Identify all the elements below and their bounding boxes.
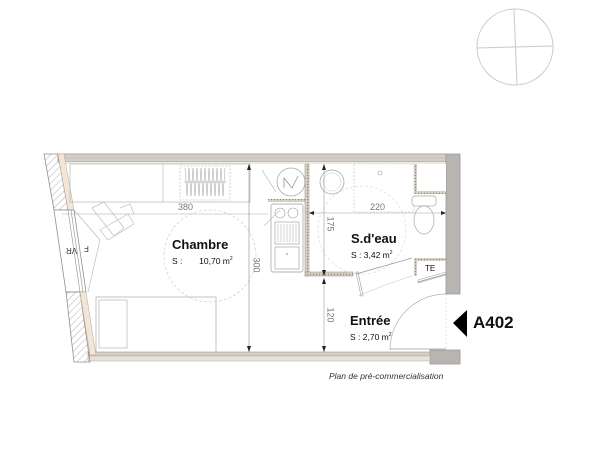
chambre-dimension-lines (62, 164, 305, 352)
entrance-door (389, 293, 447, 351)
plan-caption: Plan de pré-commercialisation (329, 371, 444, 381)
room-name-entree: Entrée (350, 313, 391, 328)
sdeau-dimension-lines (305, 164, 446, 352)
kitchenette (268, 199, 306, 275)
north-compass-icon (476, 8, 554, 86)
area-label: S : (351, 250, 362, 260)
room-area-sdeau: S : 3,42 m2 (351, 250, 393, 260)
turning-circle-chambre (163, 209, 257, 303)
washbasin (319, 169, 345, 195)
turning-circle-sdeau (317, 185, 407, 275)
technical-closet-label: TE (425, 264, 436, 273)
room-name-sdeau: S.d'eau (351, 231, 397, 246)
unit-id-label: A402 (473, 313, 514, 332)
bed (95, 296, 217, 353)
entry-arrow-icon (453, 310, 467, 337)
bathroom-door (355, 257, 413, 297)
area-label: S : (172, 256, 183, 266)
top-wall (57, 153, 447, 164)
room-area-chambre: S : 10,70 m2 (172, 256, 233, 266)
area-label: S : (350, 332, 361, 342)
room-area-entree: S : 2,70 m2 (350, 332, 392, 342)
area-value: 10,70 m (199, 256, 230, 266)
shower (353, 163, 415, 213)
dim-sdeau-width: 220 (370, 202, 386, 212)
dim-entree-depth: 120 (325, 307, 336, 323)
bottom-wall (87, 351, 431, 362)
bathroom-walls (304, 163, 446, 277)
toilet (411, 195, 437, 235)
dim-sdeau-depth: 175 (325, 216, 336, 232)
area-value: 2,70 m (362, 332, 389, 342)
area-unit: 2 (229, 256, 233, 263)
left-facade (43, 153, 101, 363)
te-door (417, 271, 447, 284)
area-unit: 2 (389, 250, 393, 257)
wardrobe (69, 163, 251, 203)
window-label-vr: VR (66, 246, 78, 255)
desk-chair (91, 201, 135, 241)
room-name-chambre: Chambre (172, 237, 229, 252)
dim-chambre-depth: 300 (251, 257, 262, 273)
window-label-f: F (84, 244, 89, 253)
area-unit: 2 (388, 332, 392, 339)
area-value: 3,42 m (363, 250, 390, 260)
dim-chambre-width: 380 (178, 202, 194, 212)
